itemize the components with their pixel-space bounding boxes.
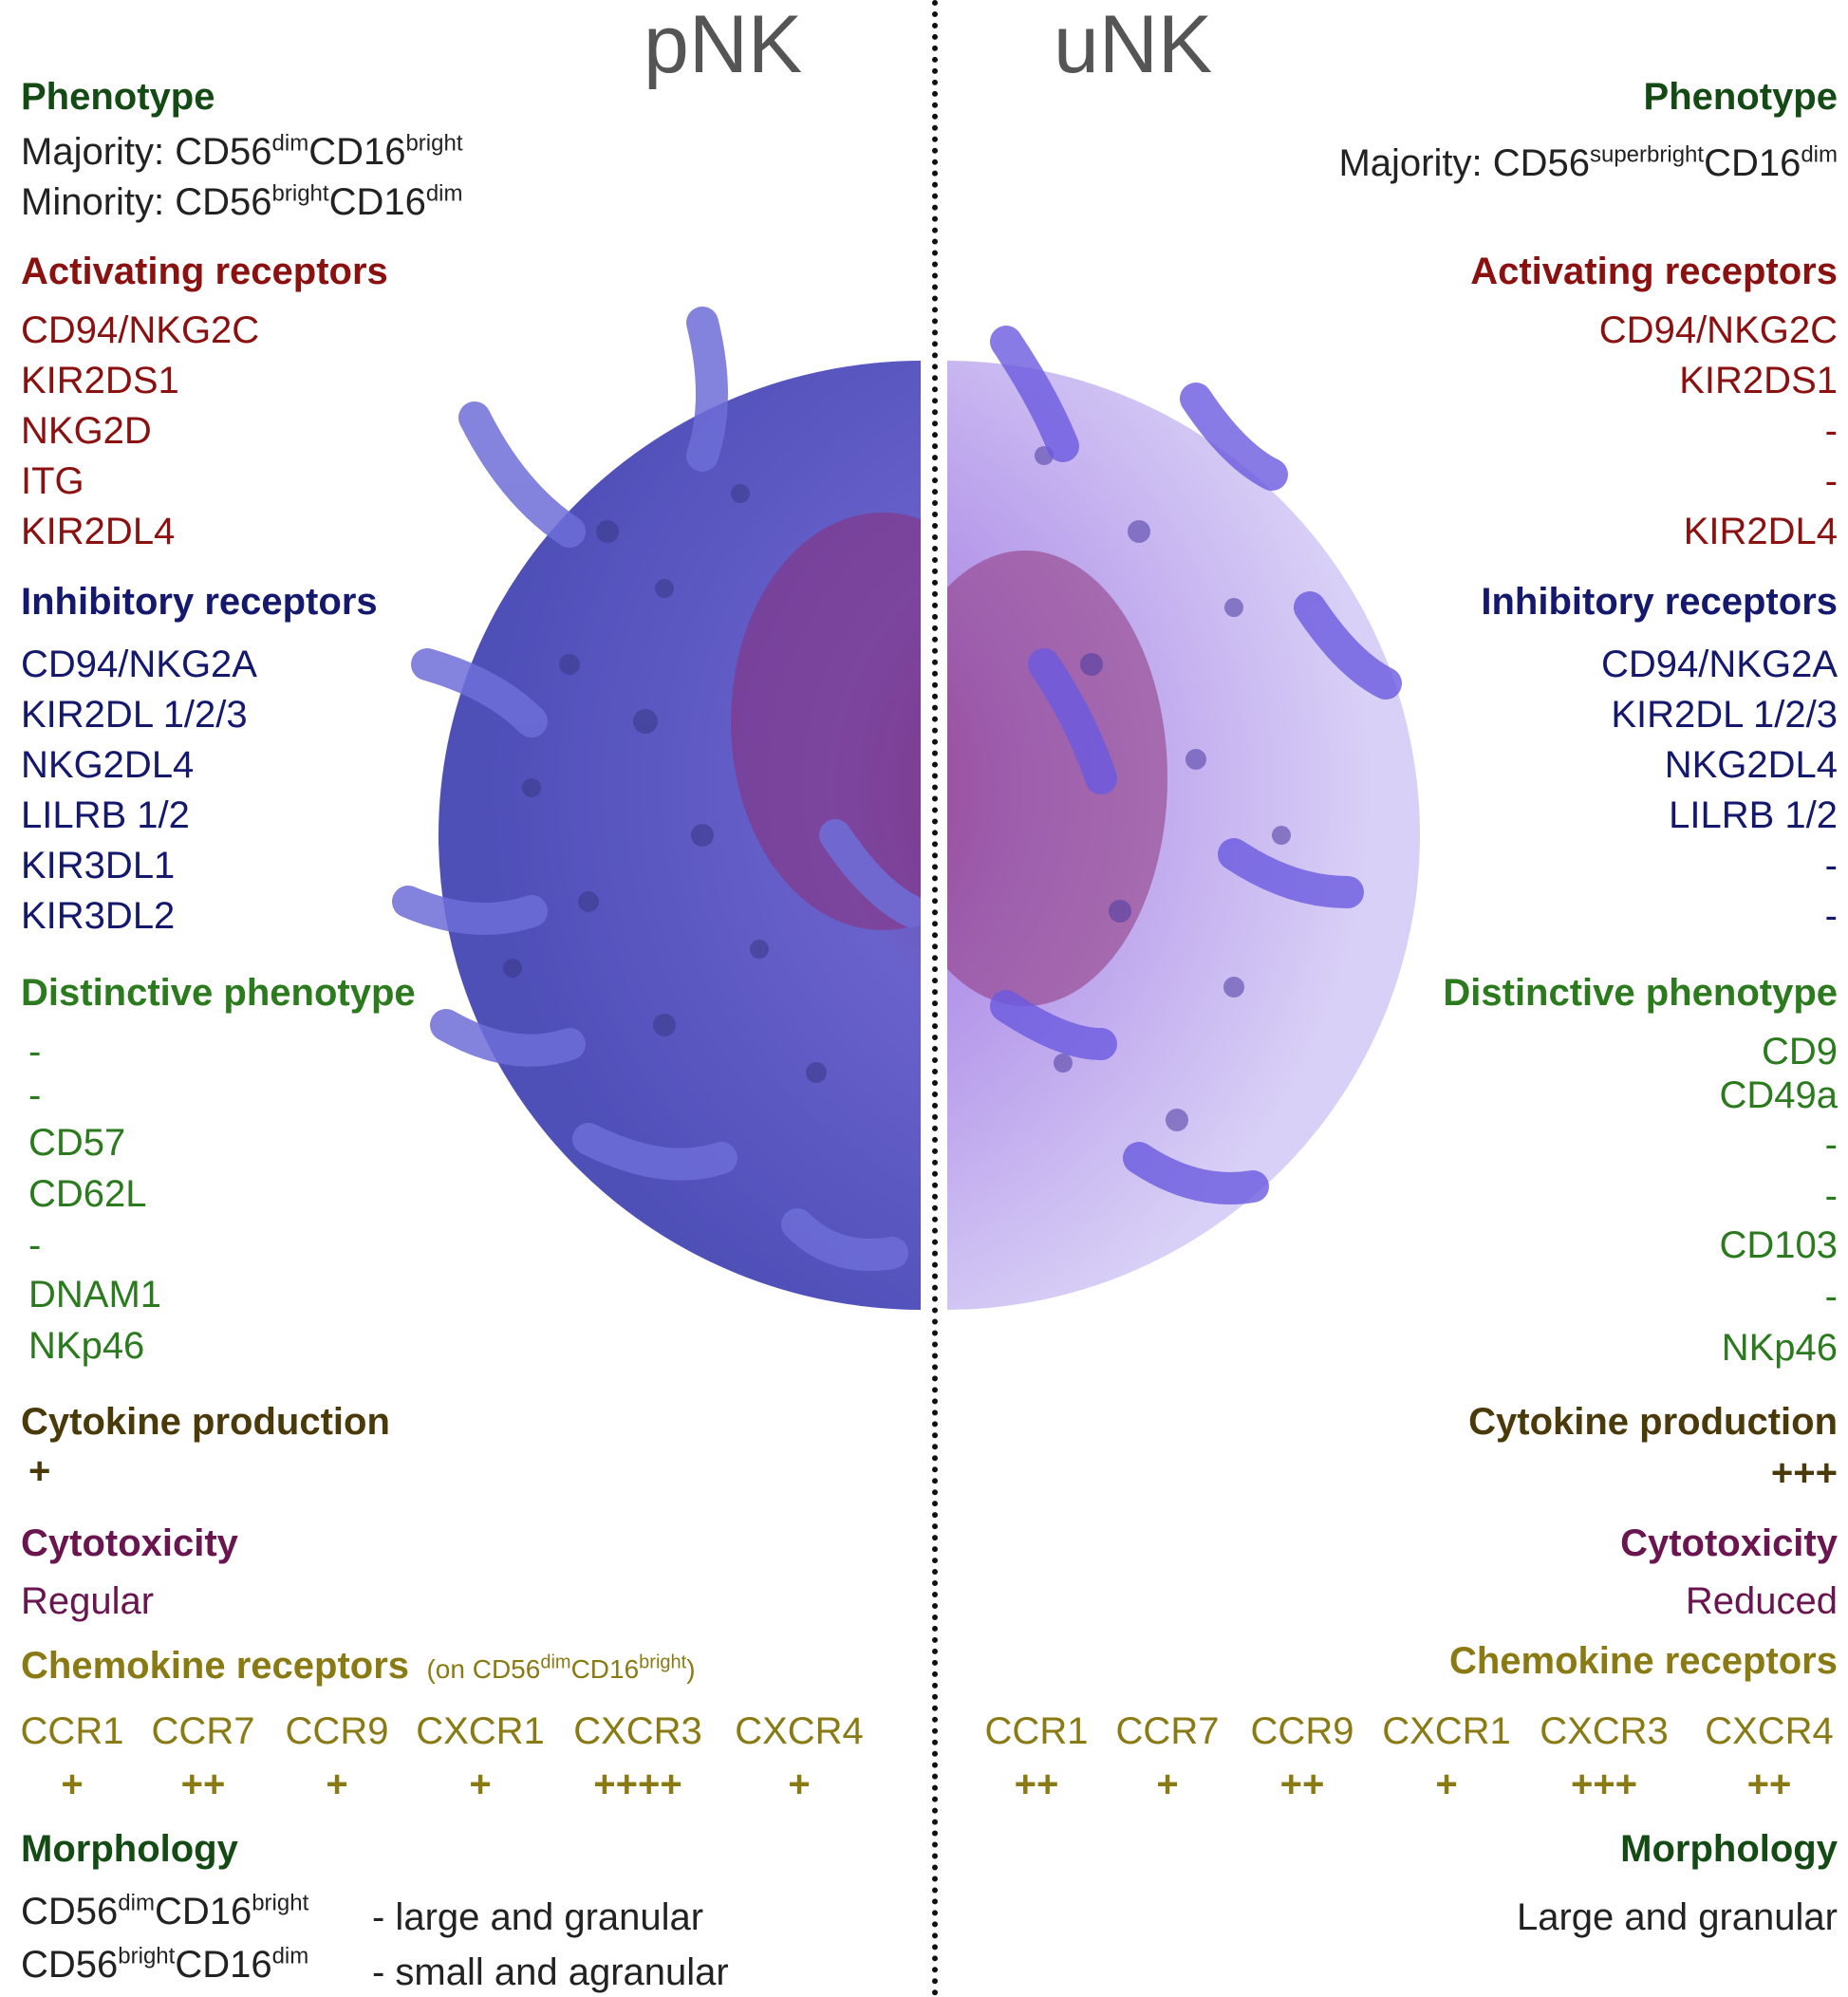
right-phenotype-majority: Majority: CD56superbrightCD16dim	[1338, 141, 1838, 184]
title-unk: uNK	[1054, 0, 1213, 90]
right-chemokine-level: ++	[1279, 1764, 1325, 1805]
right-chemokine-level: ++	[1014, 1764, 1059, 1805]
left-activating-item: KIR2DL4	[21, 511, 176, 552]
right-activating-item: -	[1824, 460, 1838, 502]
left-cytokine-header: Cytokine production	[21, 1401, 390, 1443]
left-inhibitory-item: KIR2DL 1/2/3	[21, 694, 248, 736]
left-distinctive-item: -	[28, 1031, 42, 1073]
left-distinctive-header: Distinctive phenotype	[21, 972, 416, 1014]
left-activating-item: NKG2D	[21, 410, 152, 452]
title-pnk: pNK	[644, 0, 803, 90]
right-chemokine-receptor: CXCR1	[1382, 1710, 1511, 1752]
right-distinctive-item: -	[1824, 1175, 1838, 1217]
right-morphology-header: Morphology	[1620, 1828, 1838, 1870]
left-phenotype-minority: Minority: CD56brightCD16dim	[21, 180, 463, 223]
left-chemokine-header-row: Chemokine receptors (on CD56dimCD16brigh…	[21, 1647, 696, 1685]
left-inhibitory-item: CD94/NKG2A	[21, 644, 257, 685]
left-chemokine-level: ++++	[593, 1764, 682, 1805]
right-inhibitory-item: -	[1824, 845, 1838, 887]
right-activating-item: KIR2DS1	[1679, 360, 1838, 401]
right-distinctive-item: CD49a	[1719, 1074, 1838, 1116]
right-distinctive-item: CD9	[1761, 1031, 1838, 1073]
right-chemokine-receptor: CCR7	[1115, 1710, 1220, 1752]
right-inhibitory-item: CD94/NKG2A	[1601, 644, 1838, 685]
right-inhibitory-item: LILRB 1/2	[1669, 794, 1838, 836]
right-chemokine-receptor: CCR9	[1250, 1710, 1354, 1752]
left-chemokine-level: +	[788, 1764, 811, 1805]
left-cytokine-value: +	[28, 1450, 51, 1492]
left-morphology-row1: CD56dimCD16bright	[21, 1890, 309, 1932]
left-chemokine-level: +	[469, 1764, 492, 1805]
left-distinctive-item: CD62L	[28, 1173, 147, 1215]
left-chemokine-level: +	[61, 1764, 84, 1805]
right-distinctive-item: CD103	[1719, 1224, 1838, 1266]
right-chemokine-level: +++	[1570, 1764, 1638, 1805]
left-cytotoxicity-header: Cytotoxicity	[21, 1522, 238, 1564]
left-distinctive-item: -	[28, 1074, 42, 1116]
left-activating-item: CD94/NKG2C	[21, 309, 260, 351]
right-inhibitory-item: NKG2DL4	[1664, 744, 1838, 786]
right-activating-item: -	[1824, 410, 1838, 452]
right-phenotype-header: Phenotype	[1643, 76, 1838, 118]
left-phenotype-majority: Majority: CD56dimCD16bright	[21, 130, 463, 173]
right-morphology-value: Large and granular	[1516, 1896, 1838, 1938]
left-activating-item: KIR2DS1	[21, 360, 179, 401]
left-chemokine-level: +	[326, 1764, 348, 1805]
left-chemokine-receptor: CXCR1	[416, 1710, 545, 1752]
left-chemokine-receptor: CXCR3	[573, 1710, 702, 1752]
left-inhibitory-header: Inhibitory receptors	[21, 581, 378, 623]
left-distinctive-item: DNAM1	[28, 1274, 162, 1316]
center-divider	[932, 0, 938, 1997]
left-distinctive-item: CD57	[28, 1122, 126, 1164]
left-inhibitory-item: KIR3DL2	[21, 895, 176, 937]
right-chemokine-level: +	[1156, 1764, 1179, 1805]
left-distinctive-item: -	[28, 1224, 42, 1266]
right-inhibitory-item: KIR2DL 1/2/3	[1611, 694, 1838, 736]
left-inhibitory-item: LILRB 1/2	[21, 794, 190, 836]
left-morphology-row2-desc: - small and agranular	[372, 1951, 729, 1993]
right-inhibitory-header: Inhibitory receptors	[1481, 581, 1838, 623]
left-inhibitory-item: KIR3DL1	[21, 845, 176, 887]
right-chemokine-header: Chemokine receptors	[1448, 1640, 1838, 1682]
right-inhibitory-item: -	[1824, 895, 1838, 937]
right-cytotoxicity-header: Cytotoxicity	[1620, 1522, 1838, 1564]
left-cytotoxicity-value: Regular	[21, 1580, 155, 1622]
left-morphology-row1-desc: - large and granular	[372, 1896, 704, 1938]
left-distinctive-item: NKp46	[28, 1325, 145, 1367]
unk-cell-half	[947, 326, 1420, 1310]
pnk-cell-half	[392, 307, 921, 1310]
right-activating-item: CD94/NKG2C	[1598, 309, 1838, 351]
left-morphology-header: Morphology	[21, 1828, 238, 1870]
right-chemokine-level: +	[1435, 1764, 1458, 1805]
left-activating-item: ITG	[21, 460, 84, 502]
left-chemokine-receptor: CCR1	[20, 1710, 124, 1752]
right-distinctive-item: -	[1824, 1124, 1838, 1166]
left-chemokine-receptor: CCR7	[151, 1710, 255, 1752]
right-chemokine-level: ++	[1746, 1764, 1792, 1805]
left-phenotype-header: Phenotype	[21, 76, 215, 118]
left-chemokine-receptor: CCR9	[285, 1710, 389, 1752]
left-chemokine-receptor: CXCR4	[735, 1710, 864, 1752]
right-chemokine-receptor: CXCR3	[1540, 1710, 1669, 1752]
right-cytotoxicity-value: Reduced	[1685, 1580, 1838, 1622]
right-distinctive-header: Distinctive phenotype	[1443, 972, 1838, 1014]
right-activating-header: Activating receptors	[1470, 251, 1838, 292]
right-distinctive-item: -	[1824, 1276, 1838, 1317]
left-inhibitory-item: NKG2DL4	[21, 744, 195, 786]
right-cytokine-value: +++	[1770, 1452, 1838, 1494]
right-distinctive-item: NKp46	[1721, 1327, 1838, 1369]
right-activating-item: KIR2DL4	[1683, 511, 1838, 552]
left-activating-header: Activating receptors	[21, 251, 388, 292]
right-chemokine-receptor: CXCR4	[1705, 1710, 1834, 1752]
right-chemokine-receptor: CCR1	[984, 1710, 1089, 1752]
left-morphology-row2: CD56brightCD16dim	[21, 1943, 309, 1986]
left-chemokine-note: (on CD56dimCD16bright)	[426, 1652, 696, 1684]
right-cytokine-header: Cytokine production	[1468, 1401, 1838, 1443]
left-chemokine-header: Chemokine receptors	[21, 1645, 410, 1687]
left-chemokine-level: ++	[180, 1764, 226, 1805]
